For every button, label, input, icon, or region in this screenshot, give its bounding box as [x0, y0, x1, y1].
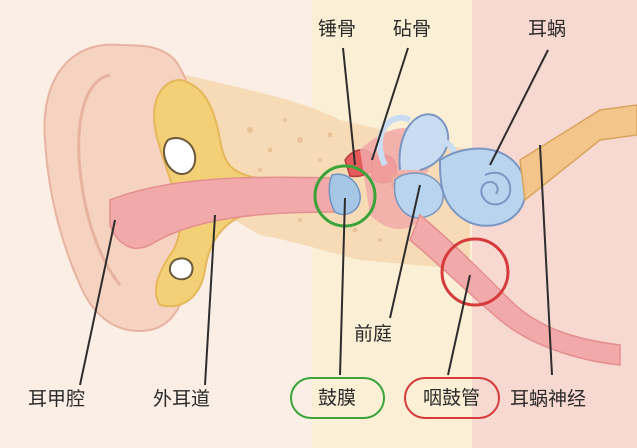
label-cochlea: 耳蜗 [528, 18, 567, 40]
leader-ear-canal [204, 214, 216, 386]
eustachian-tube-label-outline [404, 377, 500, 419]
leader-malleus [342, 47, 356, 166]
label-eardrum: 鼓膜 [318, 387, 357, 409]
label-malleus: 锤骨 [318, 18, 357, 40]
semicircular-canals [376, 113, 459, 171]
label-incus: 砧骨 [393, 18, 432, 40]
eustachian-tube-highlight-circle [440, 237, 510, 307]
cochlear-nerve-shape [519, 104, 637, 202]
leader-vestibule [389, 184, 421, 319]
eardrum-label-outline [290, 377, 385, 419]
label-cochlear-nerve: 耳蜗神经 [510, 388, 587, 410]
eustachian-tube-shape [409, 213, 621, 366]
cochlea-shape [438, 147, 527, 227]
ear-canal-shape [109, 176, 346, 249]
leader-eardrum [339, 197, 346, 376]
cartilage-highlight-lower [168, 257, 194, 281]
label-ear-canal: 外耳道 [153, 388, 211, 410]
helix-fold [77, 73, 122, 286]
label-concha: 耳甲腔 [28, 388, 86, 410]
leader-concha [79, 219, 116, 386]
leader-incus [371, 47, 409, 161]
leader-cochlear-nerve [539, 144, 553, 376]
label-vestibule: 前庭 [354, 323, 393, 345]
eardrum-shape [328, 173, 361, 216]
vestibule-shape [393, 172, 444, 219]
leader-eustachian-tube [447, 274, 471, 376]
label-eustachian-tube: 咽鼓管 [423, 387, 481, 409]
cartilage-highlight-upper [163, 137, 197, 175]
leader-cochlea [489, 49, 549, 166]
leader-lines [79, 47, 553, 386]
